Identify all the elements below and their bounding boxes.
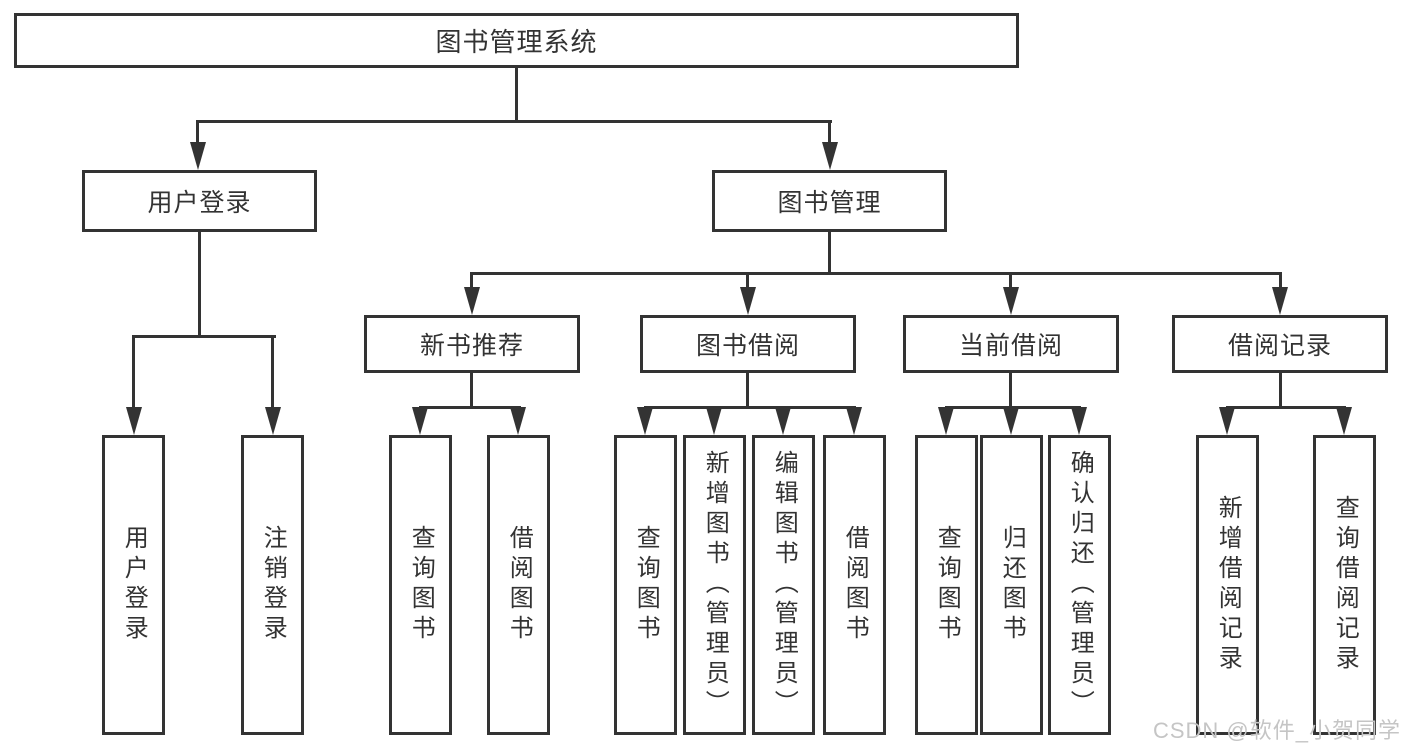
edge-line	[196, 120, 832, 123]
arrow-down-icon	[464, 287, 480, 315]
node-user-login: 用户登录	[82, 170, 317, 232]
node-label: 图书管理	[777, 189, 882, 217]
edge-line	[470, 373, 473, 409]
arrow-down-icon	[637, 407, 653, 435]
csdn-watermark: CSDN @软件_小贺同学	[1152, 718, 1401, 743]
node-label: 用户登录	[120, 525, 148, 645]
node-label: 编辑图书（管理员）	[770, 450, 798, 720]
node-label: 新增借阅记录	[1214, 495, 1242, 675]
arrow-down-icon	[190, 142, 206, 170]
node-label: 借阅图书	[841, 525, 869, 645]
edge-line	[746, 373, 749, 409]
arrow-down-icon	[126, 407, 142, 435]
node-label: 借阅图书	[505, 525, 533, 645]
edge-line	[644, 406, 856, 409]
node-label: 新书推荐	[419, 332, 524, 360]
leaf-add-book-admin: 新增图书（管理员）	[683, 435, 746, 735]
arrow-down-icon	[1003, 287, 1019, 315]
edge-line	[1009, 272, 1012, 289]
edge-line	[746, 272, 749, 289]
leaf-user-login: 用户登录	[102, 435, 165, 735]
leaf-borrow-book-recommend: 借阅图书	[487, 435, 550, 735]
arrow-down-icon	[510, 407, 526, 435]
node-library-management-system: 图书管理系统	[14, 13, 1019, 68]
arrow-down-icon	[1336, 407, 1352, 435]
node-new-book-recommend: 新书推荐	[364, 315, 580, 373]
leaf-borrow-book: 借阅图书	[823, 435, 886, 735]
node-borrowing-records: 借阅记录	[1172, 315, 1388, 373]
arrow-down-icon	[265, 407, 281, 435]
leaf-query-book-current: 查询图书	[915, 435, 978, 735]
edge-line	[132, 335, 135, 409]
node-book-management: 图书管理	[712, 170, 947, 232]
edge-line	[828, 120, 831, 144]
arrow-down-icon	[740, 287, 756, 315]
arrow-down-icon	[412, 407, 428, 435]
node-current-borrowing: 当前借阅	[903, 315, 1119, 373]
edge-line	[470, 272, 1282, 275]
edge-line	[828, 232, 831, 275]
edge-line	[1009, 373, 1012, 409]
edge-line	[515, 68, 518, 122]
leaf-edit-book-admin: 编辑图书（管理员）	[752, 435, 815, 735]
leaf-confirm-return-admin: 确认归还（管理员）	[1048, 435, 1111, 735]
node-label: 查询图书	[407, 525, 435, 645]
node-label: 注销登录	[259, 525, 287, 645]
leaf-logout-login: 注销登录	[241, 435, 304, 735]
node-label: 借阅记录	[1227, 332, 1332, 360]
leaf-query-book-borrow: 查询图书	[614, 435, 677, 735]
leaf-add-borrow-record: 新增借阅记录	[1196, 435, 1259, 735]
node-label: 确认归还（管理员）	[1066, 450, 1094, 720]
node-label: 查询图书	[632, 525, 660, 645]
leaf-return-book: 归还图书	[980, 435, 1043, 735]
arrow-down-icon	[1219, 407, 1235, 435]
leaf-query-borrow-record: 查询借阅记录	[1313, 435, 1376, 735]
node-label: 查询借阅记录	[1331, 495, 1359, 675]
node-label: 图书管理系统	[435, 27, 598, 57]
arrow-down-icon	[1071, 407, 1087, 435]
edge-line	[132, 335, 276, 338]
arrow-down-icon	[1272, 287, 1288, 315]
arrow-down-icon	[938, 407, 954, 435]
edge-line	[196, 120, 199, 144]
node-book-borrowing: 图书借阅	[640, 315, 856, 373]
edge-line	[419, 406, 521, 409]
edge-line	[1279, 272, 1282, 289]
node-label: 查询图书	[933, 525, 961, 645]
arrow-down-icon	[846, 407, 862, 435]
node-label: 归还图书	[998, 525, 1026, 645]
node-label: 用户登录	[147, 189, 252, 217]
node-label: 当前借阅	[958, 332, 1063, 360]
node-label: 新增图书（管理员）	[701, 450, 729, 720]
edge-line	[470, 272, 473, 289]
arrow-down-icon	[822, 142, 838, 170]
arrow-down-icon	[1003, 407, 1019, 435]
node-label: 图书借阅	[695, 332, 800, 360]
arrow-down-icon	[775, 407, 791, 435]
leaf-query-book-recommend: 查询图书	[389, 435, 452, 735]
edge-line	[271, 335, 274, 409]
arrow-down-icon	[706, 407, 722, 435]
edge-line	[198, 232, 201, 338]
edge-line	[1279, 373, 1282, 409]
edge-line	[1226, 406, 1346, 409]
